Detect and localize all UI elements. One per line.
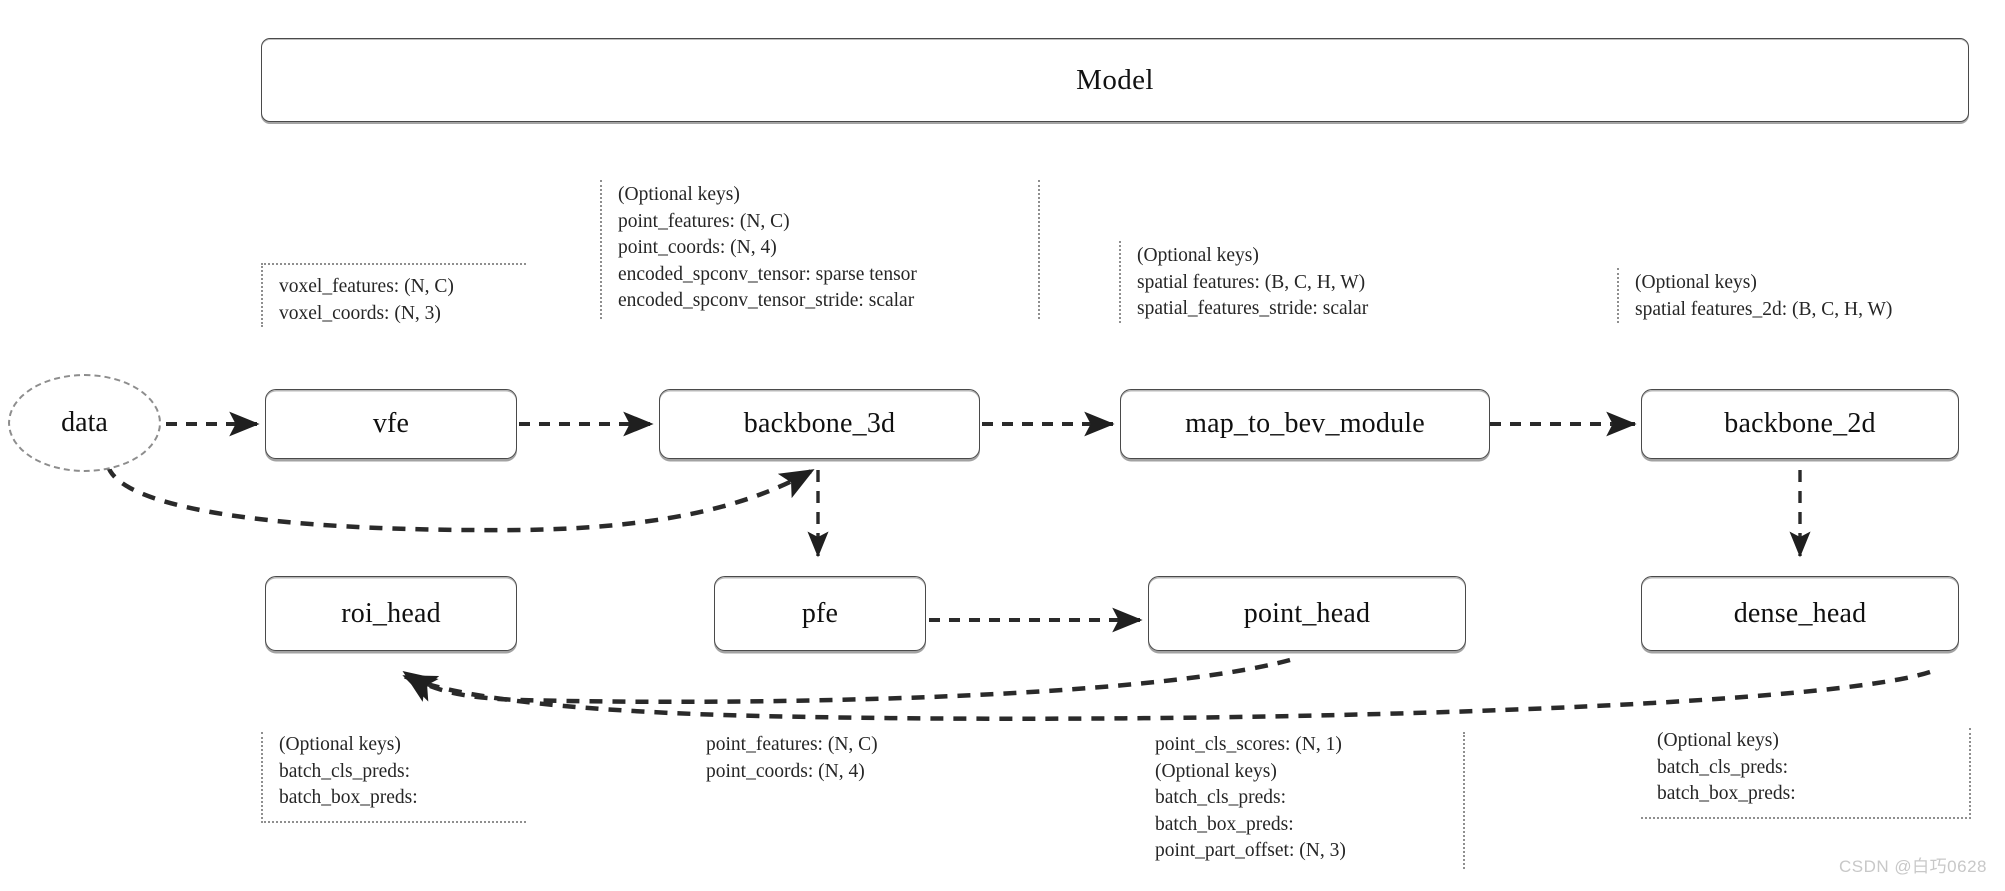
model-container-box: Model [261,38,1969,122]
node-backbone-2d[interactable]: backbone_2d [1641,389,1959,459]
note-line: spatial features_2d: (B, C, H, W) [1635,298,1893,320]
edge-pointhead-to-roihead [402,657,1291,705]
node-data[interactable]: data [8,374,161,472]
note-line: voxel_features: (N, C) [279,276,454,297]
note-line: (Optional keys) [1635,272,1757,293]
node-dense-head[interactable]: dense_head [1641,576,1959,651]
note-line: point_cls_scores: (N, 1) [1155,734,1342,755]
note-line: (Optional keys) [1657,730,1779,751]
note-map-to-bev-output: (Optional keys) spatial features: (B, C,… [1119,241,1459,323]
model-title: Model [1076,63,1154,96]
node-pfe-label: pfe [801,597,839,629]
note-line: encoded_spconv_tensor: sparse tensor [618,263,917,285]
note-line: batch_box_preds: [279,787,418,808]
node-data-label: data [61,407,108,438]
note-line: batch_cls_preds: [279,760,411,782]
csdn-watermark: CSDN @白巧0628 [1839,857,1987,876]
note-line: encoded_spconv_tensor_stride: scalar [618,290,915,311]
note-roi-head-output: (Optional keys) batch_cls_preds: batch_b… [261,732,526,823]
node-point-head[interactable]: point_head [1148,576,1466,651]
note-line: point_coords: (N, 4) [618,237,777,258]
edge-densehead-to-roihead [402,669,1931,721]
note-line: batch_box_preds: [1155,813,1294,835]
note-vfe-output: voxel_features: (N, C) voxel_coords: (N,… [261,263,526,327]
node-roi-head[interactable]: roi_head [265,576,517,651]
node-backbone-3d[interactable]: backbone_3d [659,389,980,459]
note-line: point_features: (N, C) [618,210,790,232]
note-line: batch_cls_preds: [1657,756,1789,778]
node-point-head-label: point_head [1243,597,1371,629]
note-line: spatial features: (B, C, H, W) [1137,271,1366,293]
note-line: (Optional keys) [1137,245,1259,266]
note-line: spatial_features_stride: scalar [1137,298,1369,319]
node-backbone-3d-label: backbone_3d [743,408,896,439]
node-vfe-label: vfe [372,408,410,439]
note-line: batch_box_preds: [1657,783,1796,804]
note-backbone2d-output: (Optional keys) spatial features_2d: (B,… [1617,268,1967,323]
note-line: point_part_offset: (N, 3) [1155,840,1346,861]
node-vfe[interactable]: vfe [265,389,517,459]
node-roi-head-label: roi_head [341,597,441,629]
note-line: (Optional keys) [618,184,740,205]
node-map-to-bev-module[interactable]: map_to_bev_module [1120,389,1490,459]
node-pfe[interactable]: pfe [714,576,926,651]
edge-data-to-backbone3d [105,465,815,533]
note-point-head-output: point_cls_scores: (N, 1) (Optional keys)… [1155,732,1465,869]
note-line: voxel_coords: (N, 3) [279,302,441,324]
note-line: point_features: (N, C) [706,734,878,755]
note-line: point_coords: (N, 4) [706,760,865,782]
node-map-to-bev-module-label: map_to_bev_module [1185,408,1425,439]
note-line: (Optional keys) [1155,760,1277,782]
note-line: (Optional keys) [279,734,401,755]
node-dense-head-label: dense_head [1733,597,1867,629]
node-backbone-2d-label: backbone_2d [1724,408,1876,439]
note-backbone3d-output: (Optional keys) point_features: (N, C) p… [600,180,1040,319]
note-dense-head-output: (Optional keys) batch_cls_preds: batch_b… [1641,728,1971,819]
note-pfe-output: point_features: (N, C) point_coords: (N,… [706,732,1006,785]
note-line: batch_cls_preds: [1155,787,1287,808]
